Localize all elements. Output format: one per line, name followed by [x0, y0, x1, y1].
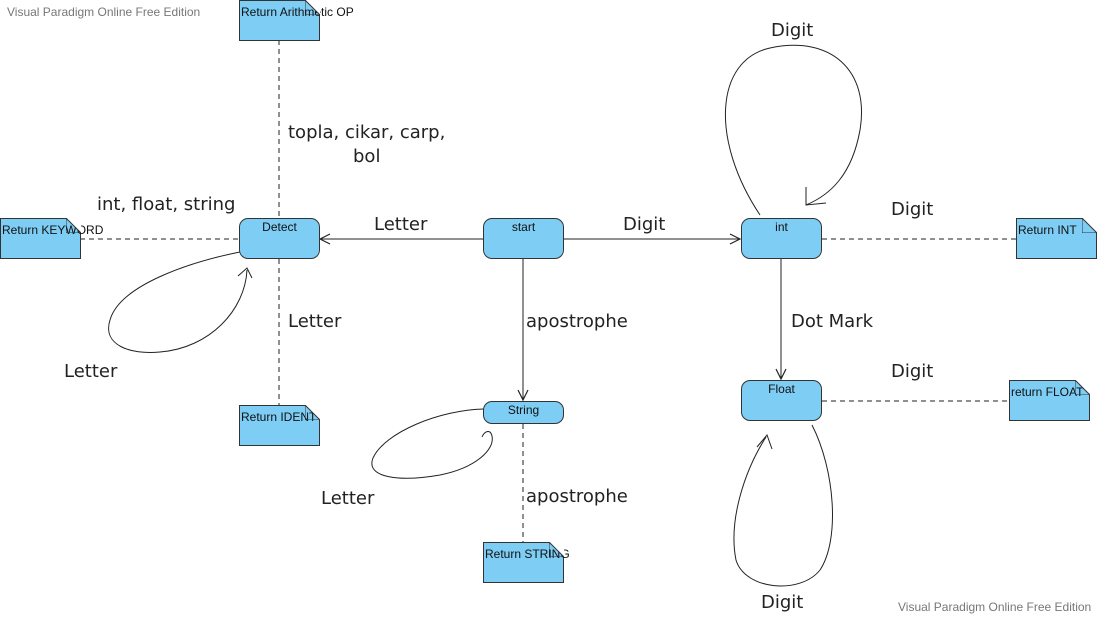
label-float-self-loop: Digit — [761, 592, 804, 613]
label-detect-self-loop: Letter — [64, 361, 118, 382]
state-start[interactable]: start — [483, 218, 564, 259]
state-float[interactable]: Float — [741, 380, 822, 421]
note-return-string[interactable]: Return STRING — [483, 542, 570, 583]
note-fold-icon — [305, 0, 320, 15]
label-int-to-float: Dot Mark — [791, 311, 874, 332]
note-return-float-text: return FLOAT — [1011, 385, 1084, 399]
note-return-ident[interactable]: Return IDENT — [239, 405, 320, 446]
label-detect-keyword: int, float, string — [97, 194, 236, 215]
note-fold-icon — [1082, 218, 1097, 233]
loop-string-letter — [371, 408, 493, 479]
label-start-to-detect: Letter — [374, 214, 428, 235]
label-string-return: apostrophe — [526, 486, 628, 507]
label-string-self-loop: Letter — [321, 488, 375, 509]
note-return-float[interactable]: return FLOAT — [1009, 380, 1090, 421]
label-int-return: Digit — [891, 199, 934, 220]
note-fold-icon — [549, 542, 564, 557]
label-detect-arithmetic-line2: bol — [353, 146, 381, 167]
note-fold-icon — [305, 405, 320, 420]
note-return-arithmetic[interactable]: Return Arithmetic OP — [239, 0, 354, 41]
loop-int-digit — [725, 44, 862, 216]
loop-detect-letter-arrowhead — [237, 267, 253, 279]
loop-float-digit — [733, 424, 833, 587]
label-start-to-string: apostrophe — [526, 311, 628, 332]
note-return-keyword-text: Return KEYWORD — [2, 223, 104, 237]
label-detect-ident: Letter — [288, 311, 342, 332]
note-return-ident-text: Return IDENT — [241, 410, 317, 424]
state-int[interactable]: int — [741, 218, 822, 259]
label-float-return: Digit — [891, 361, 934, 382]
loop-float-digit-arrowhead — [756, 434, 773, 450]
note-fold-icon — [1075, 380, 1090, 395]
watermark-bottom: Visual Paradigm Online Free Edition — [898, 600, 1092, 614]
loop-int-digit-arrowhead — [805, 187, 827, 206]
state-detect[interactable]: Detect — [239, 218, 320, 259]
note-return-int-text: Return INT — [1018, 223, 1077, 237]
label-start-to-int: Digit — [623, 214, 666, 235]
note-return-arithmetic-text: Return Arithmetic OP — [241, 5, 354, 19]
label-detect-arithmetic-line1: topla, cikar, carp, — [288, 122, 446, 143]
watermark-top: Visual Paradigm Online Free Edition — [7, 5, 201, 19]
note-fold-icon — [66, 218, 81, 233]
note-return-int[interactable]: Return INT — [1016, 218, 1097, 259]
loop-detect-letter — [108, 251, 248, 354]
note-return-keyword[interactable]: Return KEYWORD — [0, 218, 103, 259]
state-string[interactable]: String — [483, 401, 564, 424]
label-int-self-loop: Digit — [771, 20, 814, 41]
